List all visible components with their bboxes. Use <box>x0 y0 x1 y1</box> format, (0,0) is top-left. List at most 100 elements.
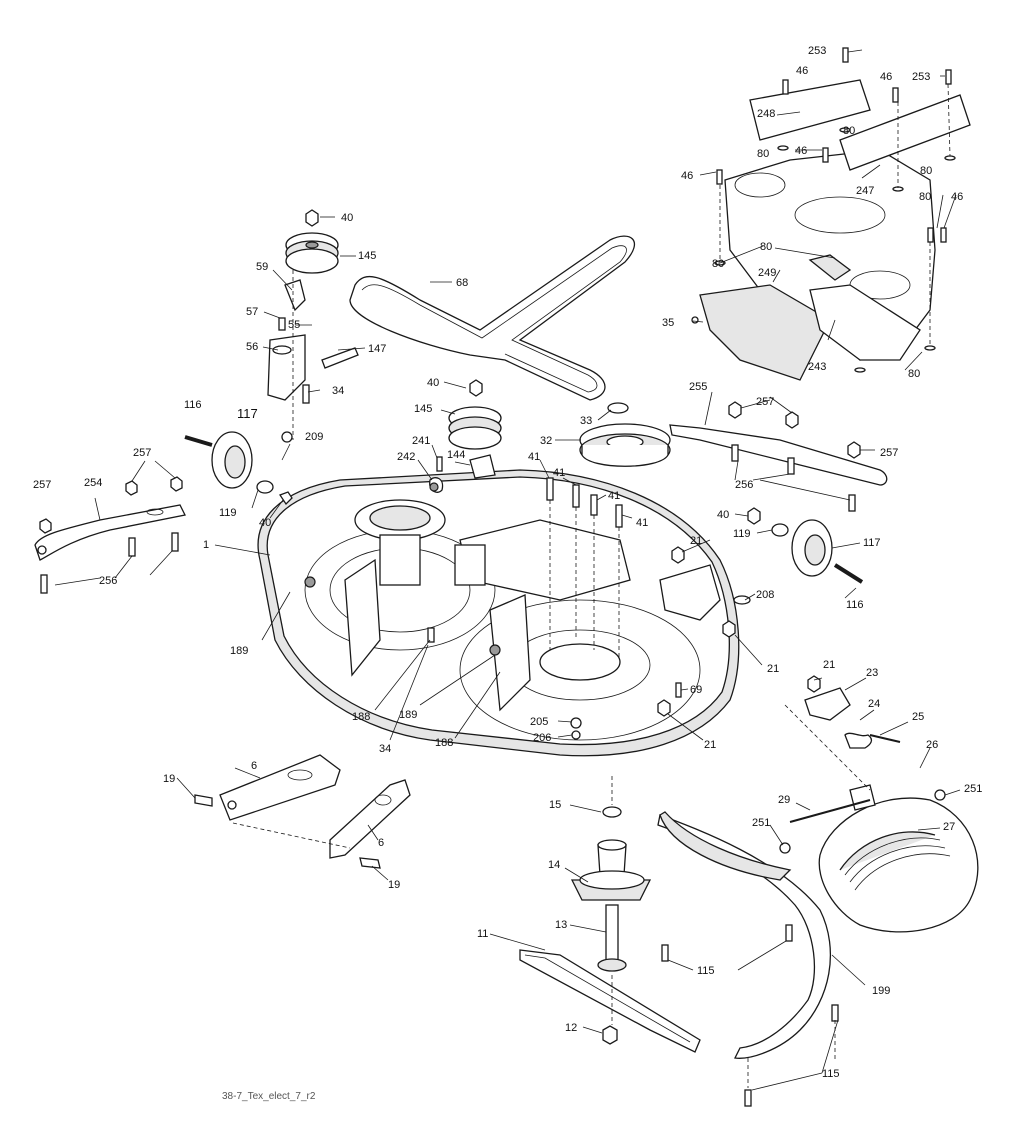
callout-19: 19 <box>388 879 400 891</box>
callout-27: 27 <box>943 821 955 833</box>
callout-247: 247 <box>856 185 874 197</box>
callout-209: 209 <box>305 431 323 443</box>
callout-23: 23 <box>866 667 878 679</box>
callout-208: 208 <box>756 589 774 601</box>
callout-32: 32 <box>540 435 552 447</box>
callout-40: 40 <box>427 377 439 389</box>
lift-arms <box>194 754 411 869</box>
left-gauge-wheel <box>184 431 293 506</box>
callout-257: 257 <box>880 447 898 459</box>
callout-6: 6 <box>251 760 257 772</box>
callout-1: 1 <box>203 539 209 551</box>
callout-41: 41 <box>553 467 565 479</box>
callout-257: 257 <box>133 447 151 459</box>
callout-206: 206 <box>533 732 551 744</box>
callout-46: 46 <box>681 170 693 182</box>
drive-belt <box>349 235 636 401</box>
callout-11: 11 <box>477 928 488 940</box>
callout-248: 248 <box>757 108 775 120</box>
callout-26: 26 <box>926 739 938 751</box>
callouts: 1 6 6 11 12 13 14 15 19 19 21 21 21 21 2… <box>33 45 982 1080</box>
deck-housing <box>257 469 740 757</box>
idler-arm-bracket <box>267 270 359 443</box>
callout-40: 40 <box>717 509 729 521</box>
callout-46: 46 <box>880 71 892 83</box>
callout-251: 251 <box>964 783 982 795</box>
callout-115: 115 <box>697 965 715 977</box>
callout-80: 80 <box>908 368 920 380</box>
right-gauge-wheel <box>747 507 864 584</box>
callout-13: 13 <box>555 919 567 931</box>
belt-shield-assembly <box>691 79 971 381</box>
callout-24: 24 <box>868 698 880 710</box>
callout-21: 21 <box>690 535 702 547</box>
callout-199: 199 <box>872 985 890 997</box>
callout-33: 33 <box>580 415 592 427</box>
callout-46: 46 <box>796 65 808 77</box>
callout-189: 189 <box>399 709 417 721</box>
callout-189: 189 <box>230 645 248 657</box>
callout-242: 242 <box>397 451 415 463</box>
callout-80: 80 <box>757 148 769 160</box>
callout-14: 14 <box>548 859 560 871</box>
callout-57: 57 <box>246 306 258 318</box>
callout-257: 257 <box>756 396 774 408</box>
callout-80: 80 <box>843 125 855 137</box>
callout-55: 55 <box>288 319 300 331</box>
callout-40: 40 <box>341 212 353 224</box>
callout-119: 119 <box>219 507 237 519</box>
callout-117: 117 <box>237 406 258 421</box>
shield-fasteners <box>714 47 956 373</box>
callout-40: 40 <box>259 517 271 529</box>
callout-80: 80 <box>920 165 932 177</box>
callout-19: 19 <box>163 773 175 785</box>
drive-pulley <box>579 402 671 467</box>
discharge-chute <box>779 687 979 933</box>
callout-251: 251 <box>752 817 770 829</box>
right-deck-link-bar <box>669 401 888 512</box>
leader-lines <box>54 49 961 1091</box>
callout-257: 257 <box>33 479 51 491</box>
callout-117: 117 <box>863 537 881 549</box>
callout-21: 21 <box>767 663 779 675</box>
callout-188: 188 <box>352 711 370 723</box>
callout-15: 15 <box>549 799 561 811</box>
callout-68: 68 <box>456 277 468 289</box>
callout-56: 56 <box>246 341 258 353</box>
callout-256: 256 <box>735 479 753 491</box>
callout-41: 41 <box>636 517 648 529</box>
deck-fasteners <box>427 456 821 740</box>
callout-80: 80 <box>919 191 931 203</box>
callout-253: 253 <box>912 71 930 83</box>
idler-pulley-center <box>429 379 502 493</box>
callout-119: 119 <box>733 528 751 540</box>
callout-80: 80 <box>712 258 724 270</box>
callout-6: 6 <box>378 837 384 849</box>
callout-21: 21 <box>823 659 835 671</box>
callout-253: 253 <box>808 45 826 57</box>
callout-243: 243 <box>808 361 826 373</box>
idler-pulley-upper <box>285 209 339 274</box>
callout-145: 145 <box>414 403 432 415</box>
callout-188: 188 <box>435 737 453 749</box>
callout-46: 46 <box>951 191 963 203</box>
callout-69: 69 <box>690 684 702 696</box>
left-deck-link-bar <box>34 476 186 594</box>
callout-21: 21 <box>704 739 716 751</box>
callout-25: 25 <box>912 711 924 723</box>
callout-116: 116 <box>846 599 864 611</box>
blade-spindle <box>519 776 701 1053</box>
callout-254: 254 <box>84 477 102 489</box>
callout-116: 116 <box>184 399 202 411</box>
callout-255: 255 <box>689 381 707 393</box>
callout-249: 249 <box>758 267 776 279</box>
callout-35: 35 <box>662 317 674 329</box>
figure-code-label: 38-7_Tex_elect_7_r2 <box>222 1091 316 1102</box>
callout-34: 34 <box>332 385 344 397</box>
callout-59: 59 <box>256 261 268 273</box>
callout-144: 144 <box>447 449 465 461</box>
callout-12: 12 <box>565 1022 577 1034</box>
callout-80: 80 <box>760 241 772 253</box>
callout-41: 41 <box>608 490 620 502</box>
